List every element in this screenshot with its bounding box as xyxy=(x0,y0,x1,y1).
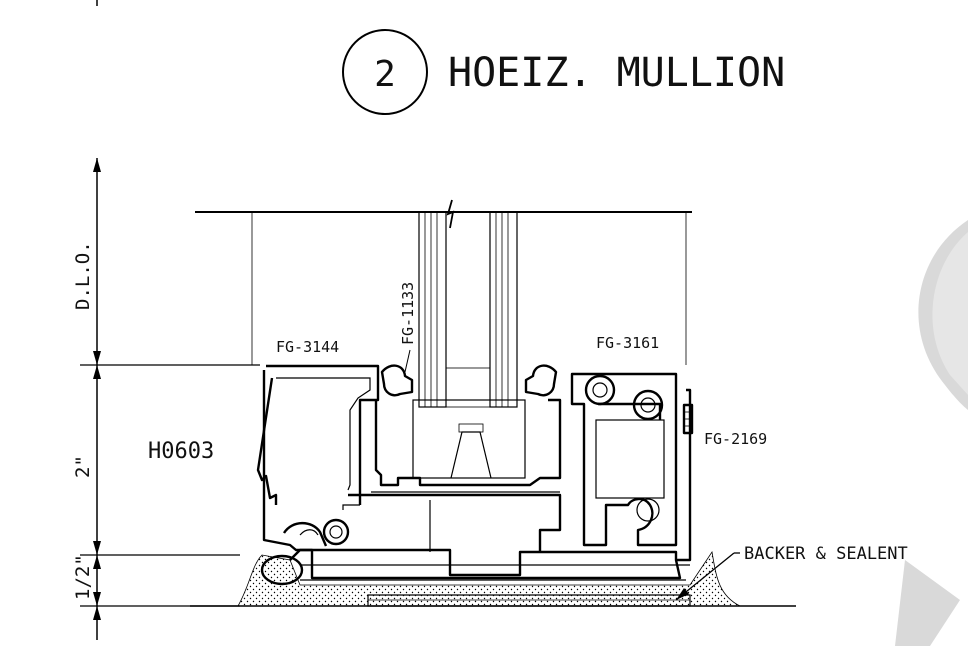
fg1133-leader xyxy=(404,349,411,373)
watermark-shape xyxy=(895,220,968,646)
mullion-profile xyxy=(256,364,694,581)
detail-title-text: HOEIZ. MULLION xyxy=(448,50,785,96)
glass-unit xyxy=(412,211,526,479)
detail-number: 2 xyxy=(374,54,396,95)
label-fg3144: FG-3144 xyxy=(276,338,339,356)
dim-dlo-label: D.L.O. xyxy=(72,241,94,310)
backer-leader xyxy=(675,552,740,601)
label-fg3161: FG-3161 xyxy=(596,334,659,352)
dim-2in-label: 2" xyxy=(72,455,94,478)
label-fg1133: FG-1133 xyxy=(399,282,417,345)
dim-half-inch-label: 1/2" xyxy=(72,554,94,600)
label-backer-sealant: BACKER & SEALENT xyxy=(744,544,908,564)
glazing-gaskets xyxy=(380,364,558,397)
label-h0603: H0603 xyxy=(148,439,214,464)
dimension-line xyxy=(80,158,260,640)
detail-title: 2 HOEIZ. MULLION xyxy=(342,29,785,115)
detail-number-circle xyxy=(342,29,428,115)
label-fg2169: FG-2169 xyxy=(704,430,767,448)
